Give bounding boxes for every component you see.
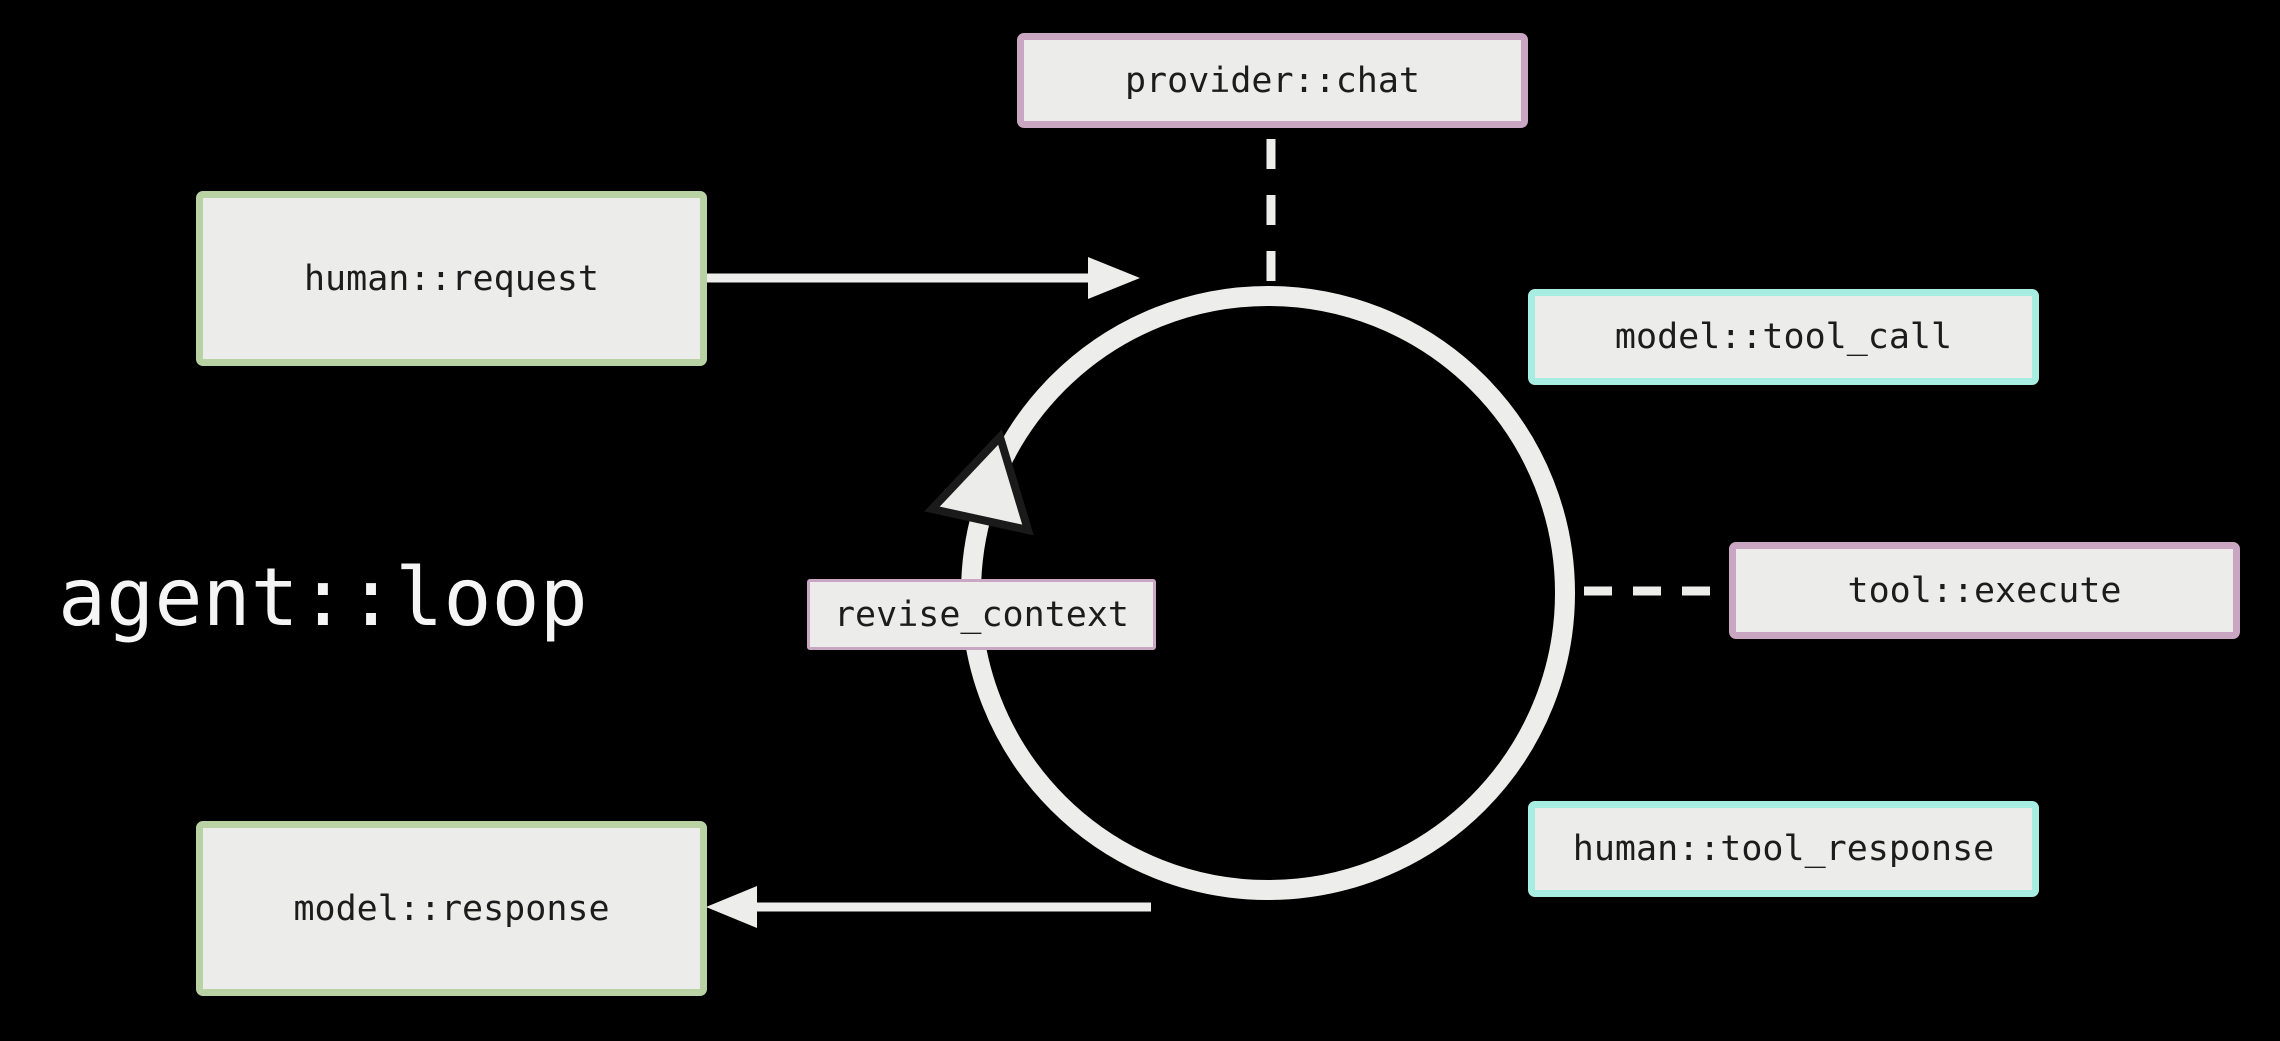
arrowhead-right-icon [1088, 257, 1140, 299]
edge-loop-to-model-response [706, 886, 1151, 928]
loop-direction-arrowhead-icon [924, 429, 1034, 536]
node-human-tool-response: human::tool_response [1528, 801, 2039, 897]
arrowhead-left-icon [706, 886, 757, 928]
node-model-response: model::response [196, 821, 707, 996]
edge-human-request-to-loop [707, 257, 1140, 299]
node-human-request: human::request [196, 191, 707, 366]
node-tool-execute: tool::execute [1729, 542, 2240, 639]
node-label: provider::chat [1124, 60, 1420, 101]
node-label: revise_context [833, 594, 1129, 635]
node-revise-context: revise_context [807, 579, 1156, 650]
diagram-title: agent::loop [58, 551, 588, 644]
node-label: tool::execute [1847, 570, 2122, 611]
node-model-tool-call: model::tool_call [1528, 289, 2039, 385]
node-label: human::request [303, 258, 599, 299]
node-label: model::tool_call [1614, 317, 1953, 357]
node-label: human::tool_response [1572, 829, 1995, 869]
node-label: model::response [293, 888, 610, 929]
node-provider-chat: provider::chat [1017, 33, 1528, 128]
